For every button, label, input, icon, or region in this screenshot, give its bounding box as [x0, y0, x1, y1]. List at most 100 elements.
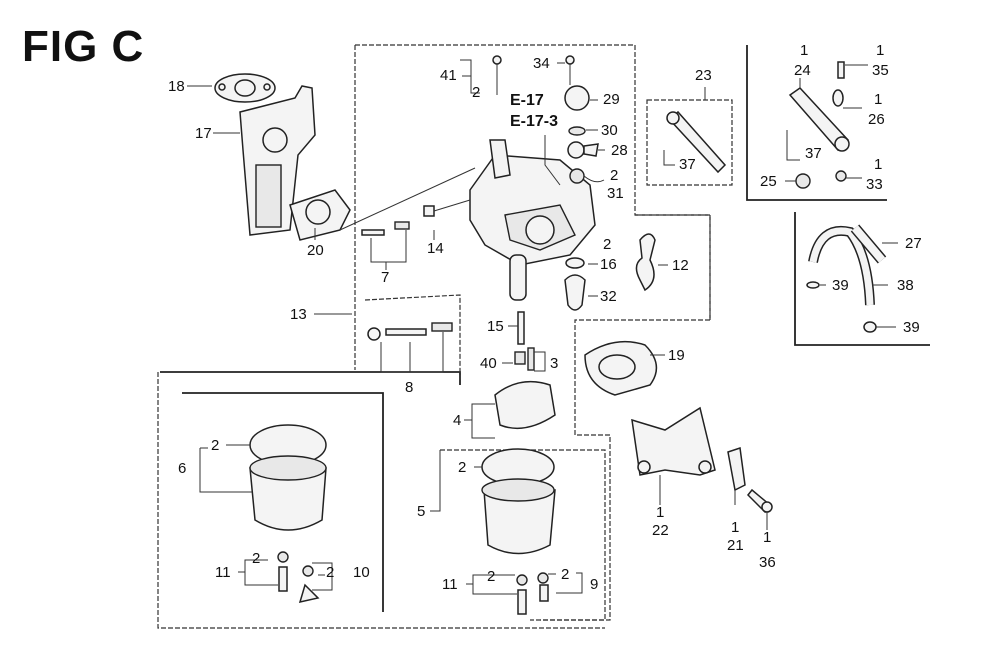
- callout-24: 24: [794, 62, 811, 79]
- part-7-screw-spring: [361, 221, 410, 236]
- callout-33: 33: [866, 176, 883, 193]
- callout-15: 15: [487, 318, 504, 335]
- part-33-nut: [835, 170, 847, 182]
- callout-20: 20: [307, 242, 324, 259]
- part-30-washer: [568, 126, 586, 136]
- callout-12: 12: [672, 257, 689, 274]
- callout-9: 9: [590, 576, 599, 593]
- part-41-screw: [492, 55, 502, 95]
- figure-title: FIG C: [22, 22, 145, 71]
- bowl-6-box: [182, 392, 384, 612]
- callout-2-screw: 2: [472, 84, 481, 101]
- callout-8: 8: [405, 379, 414, 396]
- part-32-jet: [564, 274, 586, 311]
- bowl-group-outer: [157, 372, 605, 629]
- arm-23-box: [646, 99, 733, 186]
- part-16-oring: [565, 257, 585, 269]
- valve-8-box: [364, 294, 461, 380]
- part-34-screw: [565, 55, 575, 85]
- callout-9-qty: 2: [561, 566, 570, 583]
- part-22-bracket: [631, 406, 716, 476]
- callout-30: 30: [601, 122, 618, 139]
- callout-11-right: 11: [442, 576, 458, 593]
- callout-22-qty: 1: [656, 504, 665, 521]
- callout-31-qty: 2: [610, 167, 619, 184]
- callout-34: 34: [533, 55, 550, 72]
- callout-10: 10: [353, 564, 370, 581]
- part-3-valve: [527, 347, 535, 371]
- callout-18: 18: [168, 78, 185, 95]
- callout-41: 41: [440, 67, 457, 84]
- part-17-bracket: [239, 85, 316, 236]
- callout-11-left-qty: 2: [252, 550, 261, 567]
- callout-13: 13: [290, 306, 307, 323]
- part-27-tube: [850, 224, 887, 264]
- callout-29: 29: [603, 91, 620, 108]
- callout-21-qty: 1: [731, 519, 740, 536]
- part-35-screw: [837, 61, 845, 79]
- part-40-spring: [514, 351, 526, 365]
- part-20-insulator: [289, 189, 351, 241]
- part-12-float-pin: [635, 233, 656, 292]
- part-15-needle: [517, 311, 525, 345]
- callout-3: 3: [550, 355, 559, 372]
- callout-39-b: 39: [903, 319, 920, 336]
- reference-e-17-3[interactable]: E-17-3: [510, 113, 559, 130]
- part-39-clip-b: [863, 321, 877, 333]
- callout-7: 7: [381, 269, 390, 286]
- callout-6: 6: [178, 460, 187, 477]
- arm-24-box: [746, 45, 887, 201]
- part-6-bowl: [249, 424, 327, 604]
- part-36-screw: [746, 488, 773, 514]
- callout-23: 23: [695, 67, 712, 84]
- callout-16-qty: 2: [603, 236, 612, 253]
- part-21-lever: [727, 447, 746, 492]
- part-39-clip-a: [806, 281, 820, 289]
- reference-e-17[interactable]: E-17: [510, 92, 544, 109]
- part-38-tube: [808, 225, 875, 306]
- part-18-gasket: [214, 73, 276, 103]
- part-28-fitting: [567, 141, 599, 159]
- part-8-valve: [367, 322, 453, 341]
- part-23-throttle-arm: [666, 110, 727, 174]
- callout-26: 26: [868, 111, 885, 128]
- callout-36: 36: [759, 554, 776, 571]
- part-24-choke-arm: [788, 87, 850, 152]
- bowl-group-left-box: [160, 371, 461, 385]
- callout-35-qty: 1: [876, 42, 885, 59]
- callout-32: 32: [600, 288, 617, 305]
- bowl-5-box: [440, 449, 606, 621]
- callout-25: 25: [760, 173, 777, 190]
- callout-19: 19: [668, 347, 685, 364]
- part-4-float: [494, 380, 556, 430]
- callout-33-qty: 1: [874, 156, 883, 173]
- float-12-box: [635, 214, 711, 320]
- part-26-washer: [832, 89, 844, 107]
- callout-5: 5: [417, 503, 426, 520]
- callout-36-qty: 1: [763, 529, 772, 546]
- callout-10-qty: 2: [326, 564, 335, 581]
- part-25-spring: [795, 173, 811, 189]
- callout-11-left: 11: [215, 564, 231, 581]
- callout-16: 16: [600, 256, 617, 273]
- callout-37-arm24: 37: [805, 145, 822, 162]
- callout-26-qty: 1: [874, 91, 883, 108]
- part-19-gasket: [584, 340, 658, 396]
- callout-28: 28: [611, 142, 628, 159]
- callout-4: 4: [453, 412, 462, 429]
- callout-17: 17: [195, 125, 212, 142]
- callout-38: 38: [897, 277, 914, 294]
- part-5-bowl: [481, 448, 556, 615]
- callout-21: 21: [727, 537, 744, 554]
- part-31-oring: [569, 168, 585, 184]
- callout-37-arm23: 37: [679, 156, 696, 173]
- part-29-cover: [564, 85, 590, 111]
- callout-39-a: 39: [832, 277, 849, 294]
- tube-group-box: [794, 212, 930, 346]
- callout-40: 40: [480, 355, 497, 372]
- callout-24-qty: 1: [800, 42, 809, 59]
- carburetor-body: [469, 139, 596, 301]
- callout-31: 31: [607, 185, 624, 202]
- callout-27: 27: [905, 235, 922, 252]
